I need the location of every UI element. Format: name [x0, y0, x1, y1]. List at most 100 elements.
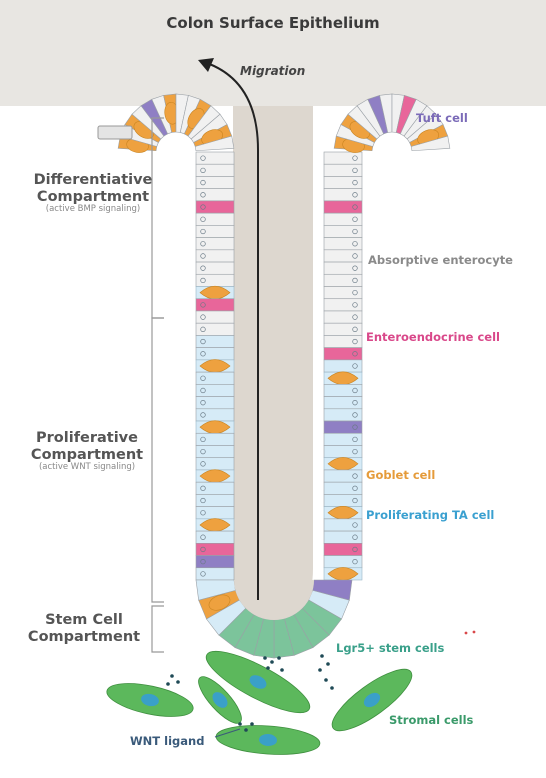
ta-cell	[196, 335, 234, 347]
ta-cell	[196, 348, 234, 360]
ta-cell	[324, 409, 362, 421]
absorptive-cell	[324, 262, 362, 274]
absorptive-cell	[324, 311, 362, 323]
wnt-ligand-dot	[326, 662, 330, 666]
wnt-ligand-dot	[318, 668, 322, 672]
absorptive-cell	[324, 287, 362, 299]
wnt-ligand-dot	[280, 668, 284, 672]
absorptive-cell	[196, 164, 234, 176]
ta-cell	[324, 384, 362, 396]
differentiative-compartment-signal: (active BMP signaling)	[18, 205, 168, 215]
absorptive-cell	[324, 213, 362, 225]
absorptive-cell	[324, 176, 362, 188]
wnt-ligand-dot	[176, 680, 180, 684]
ta-cell	[196, 568, 234, 580]
enteroendocrine-cell	[196, 543, 234, 555]
wnt-ligand-dot	[277, 656, 281, 660]
wnt-ligand-dot	[330, 686, 334, 690]
enteroendocrine-cell	[196, 299, 234, 311]
wnt-ligand-dot	[238, 722, 242, 726]
ta-cell	[324, 445, 362, 457]
absorptive-enterocyte-label: Absorptive enterocyte	[368, 253, 513, 267]
wnt-ligand-dot	[320, 654, 324, 658]
wnt-ligand-dot	[166, 682, 170, 686]
ta-cell	[196, 531, 234, 543]
ta-cell	[196, 445, 234, 457]
tuft-cell	[196, 556, 234, 568]
crypt-lumen	[233, 106, 313, 622]
ta-cell	[324, 519, 362, 531]
absorptive-cell	[196, 189, 234, 201]
tuft-cell-label: Tuft cell	[416, 111, 468, 125]
wnt-ligand-dot	[266, 666, 270, 670]
ta-cell	[196, 409, 234, 421]
proliferative-compartment-signal: (active WNT signaling)	[12, 463, 162, 473]
ta-cell	[324, 433, 362, 445]
ta-cell	[196, 507, 234, 519]
absorptive-cell	[196, 176, 234, 188]
wnt-ligand-label: WNT ligand	[130, 734, 204, 748]
absorptive-cell	[324, 250, 362, 262]
diagram-title: Colon Surface Epithelium	[0, 14, 546, 32]
proliferative-compartment-name: Proliferative Compartment	[12, 430, 162, 463]
legend-box	[98, 126, 132, 139]
absorptive-cell	[324, 299, 362, 311]
absorptive-cell	[324, 274, 362, 286]
wnt-ligand-dot	[244, 728, 248, 732]
absorptive-cell	[324, 225, 362, 237]
absorptive-cell	[324, 323, 362, 335]
absorptive-cell	[196, 152, 234, 164]
stem-cell-compartment-label: Stem Cell Compartment	[14, 612, 154, 645]
wnt-ligand-dot	[250, 722, 254, 726]
ta-cell	[324, 556, 362, 568]
ta-cell	[196, 384, 234, 396]
absorptive-cell	[196, 323, 234, 335]
wnt-ligand-dot	[263, 656, 267, 660]
lgr5-stem-cells-label: Lgr5+ stem cells	[336, 641, 444, 655]
wnt-ligand-dot	[170, 674, 174, 678]
tuft-cell	[324, 421, 362, 433]
absorptive-cell	[324, 335, 362, 347]
red-dot	[473, 631, 476, 634]
ta-cell	[324, 531, 362, 543]
enteroendocrine-cell	[324, 201, 362, 213]
proliferative-compartment-label: Proliferative Compartment (active WNT si…	[12, 430, 162, 473]
absorptive-cell	[324, 152, 362, 164]
absorptive-cell	[324, 164, 362, 176]
absorptive-cell	[196, 274, 234, 286]
enteroendocrine-cell	[324, 543, 362, 555]
wnt-ligand-dot	[270, 660, 274, 664]
wnt-ligand-dot	[324, 678, 328, 682]
ta-cell	[324, 470, 362, 482]
stem-cell-compartment-name: Stem Cell Compartment	[14, 612, 154, 645]
enteroendocrine-cell	[196, 201, 234, 213]
differentiative-compartment-name: Differentiative Compartment	[18, 172, 168, 205]
absorptive-cell	[196, 262, 234, 274]
differentiative-compartment-label: Differentiative Compartment (active BMP …	[18, 172, 168, 215]
ta-cell	[196, 482, 234, 494]
red-dot	[465, 632, 468, 635]
ta-cell	[196, 372, 234, 384]
ta-cell	[196, 458, 234, 470]
ta-cell	[324, 360, 362, 372]
absorptive-cell	[196, 238, 234, 250]
ta-cell	[324, 397, 362, 409]
ta-cell	[324, 494, 362, 506]
stromal-cells-label: Stromal cells	[389, 713, 473, 727]
enteroendocrine-cell	[324, 348, 362, 360]
absorptive-cell	[196, 311, 234, 323]
ta-cell	[196, 494, 234, 506]
enteroendocrine-cell-label: Enteroendocrine cell	[366, 330, 500, 344]
absorptive-cell	[324, 238, 362, 250]
ta-cell	[196, 433, 234, 445]
absorptive-cell	[196, 225, 234, 237]
ta-cell	[324, 482, 362, 494]
migration-label: Migration	[240, 64, 305, 78]
goblet-cell-label: Goblet cell	[366, 468, 435, 482]
proliferating-ta-cell-label: Proliferating TA cell	[366, 508, 494, 522]
ta-cell	[196, 397, 234, 409]
absorptive-cell	[196, 250, 234, 262]
absorptive-cell	[196, 213, 234, 225]
absorptive-cell	[324, 189, 362, 201]
